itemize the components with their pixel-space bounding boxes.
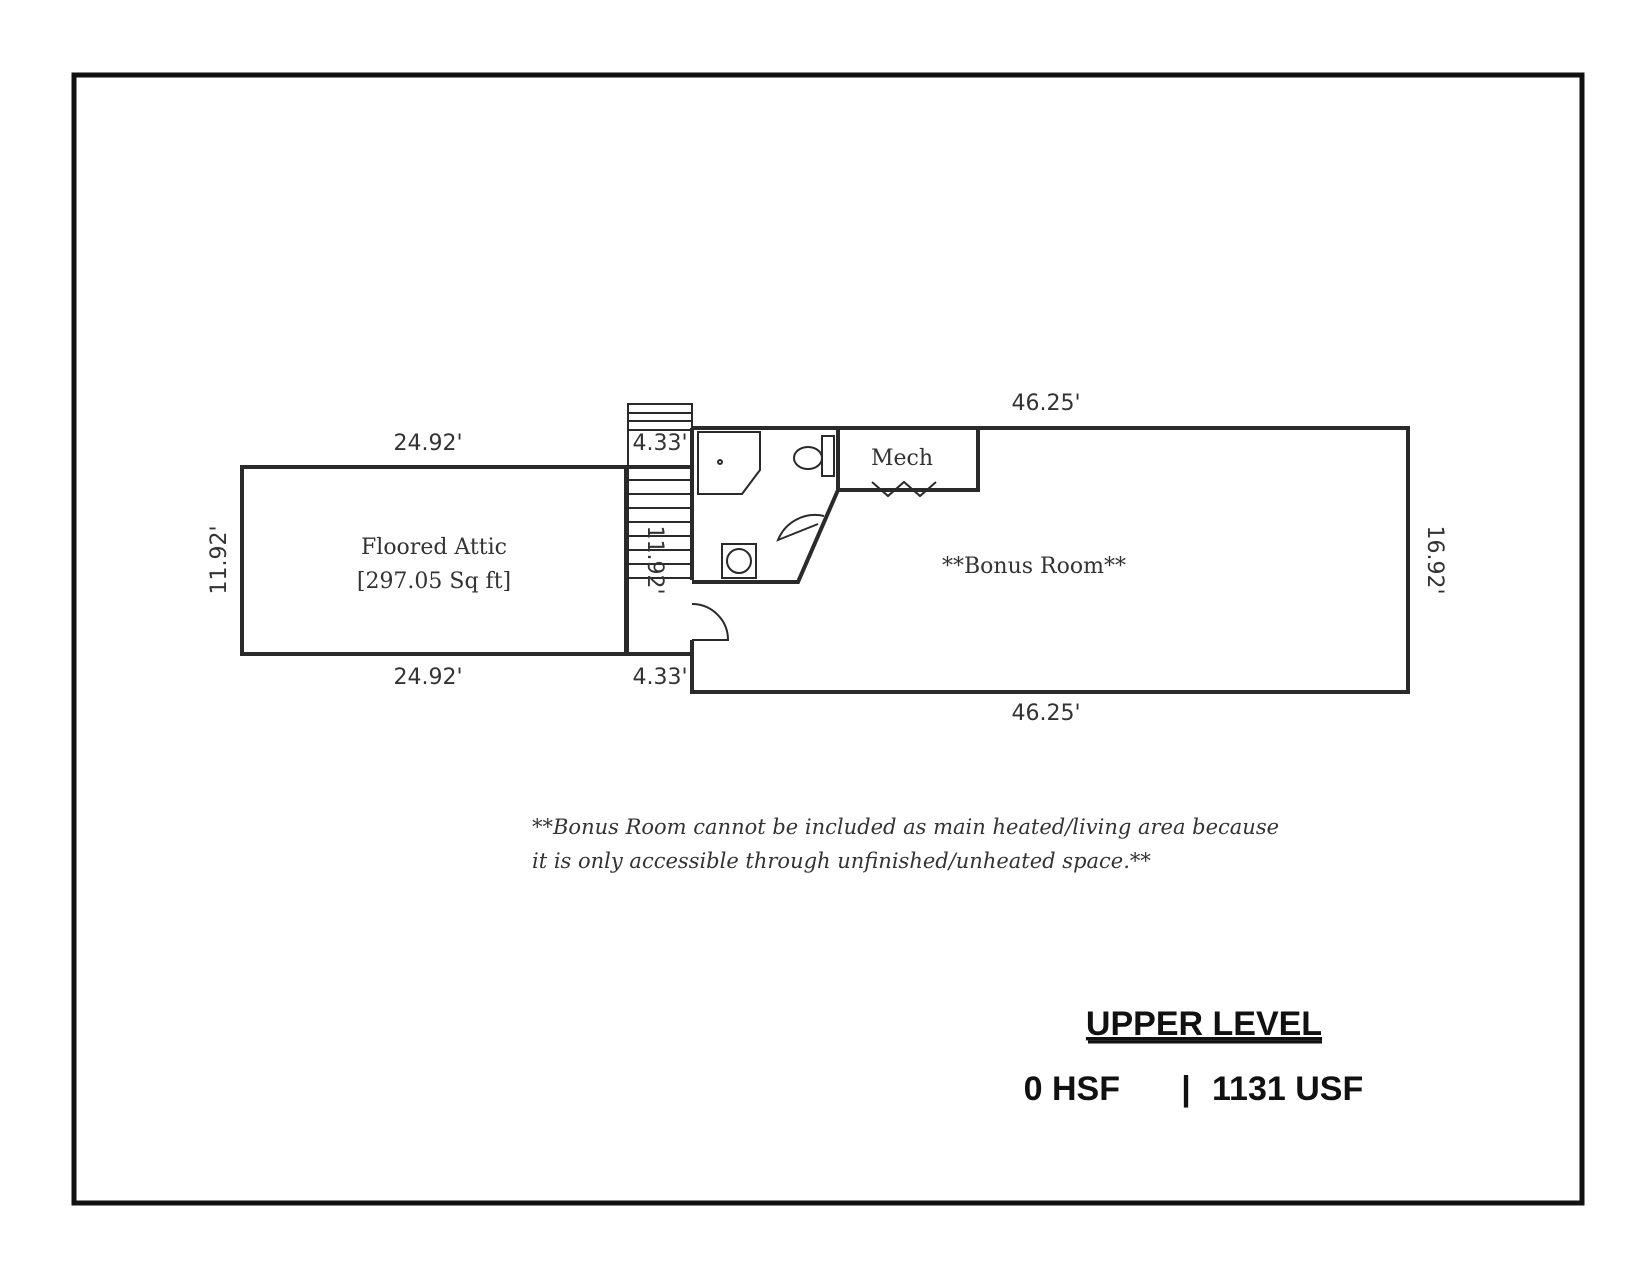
stair-bottom-dimension: 4.33' <box>632 665 687 690</box>
floored-attic-room <box>240 465 628 656</box>
heated-sqft: 0 HSF <box>1024 1070 1120 1108</box>
stairwell <box>626 403 694 690</box>
bifold-door-icon <box>871 480 937 498</box>
level-title: UPPER LEVEL <box>1086 1005 1322 1043</box>
stair-door-swing <box>691 603 730 641</box>
bonus-side-dimension: 16.92' <box>1422 525 1447 594</box>
toilet-icon <box>793 446 823 470</box>
attic-name: Floored Attic <box>361 535 507 560</box>
stair-top-dimension: 4.33' <box>632 431 687 456</box>
stair-side-dimension: 11.92' <box>642 525 667 594</box>
summary-separator: | <box>1181 1070 1191 1108</box>
bonus-bottom-dimension: 46.25' <box>1011 701 1080 726</box>
bathroom <box>692 428 840 584</box>
attic-side-dimension: 11.92' <box>207 525 232 594</box>
attic-top-dimension: 24.92' <box>393 431 462 456</box>
sink-icon <box>721 543 757 579</box>
note-line-1: **Bonus Room cannot be included as main … <box>532 815 1279 839</box>
stair-top-landing <box>627 403 693 431</box>
bonus-room-walls <box>690 426 1410 694</box>
attic-bottom-dimension: 24.92' <box>393 665 462 690</box>
unheated-sqft: 1131 USF <box>1212 1070 1363 1108</box>
shower-icon <box>697 431 761 495</box>
bonus-room-name: **Bonus Room** <box>942 554 1126 579</box>
bath-door-swing <box>776 514 825 542</box>
attic-area: [297.05 Sq ft] <box>357 569 511 594</box>
note-line-2: it is only accessible through unfinished… <box>532 849 1151 873</box>
sheet-border <box>71 72 1585 1206</box>
mech-closet <box>836 428 980 498</box>
mech-label: Mech <box>871 446 933 471</box>
bonus-top-dimension: 46.25' <box>1011 391 1080 416</box>
